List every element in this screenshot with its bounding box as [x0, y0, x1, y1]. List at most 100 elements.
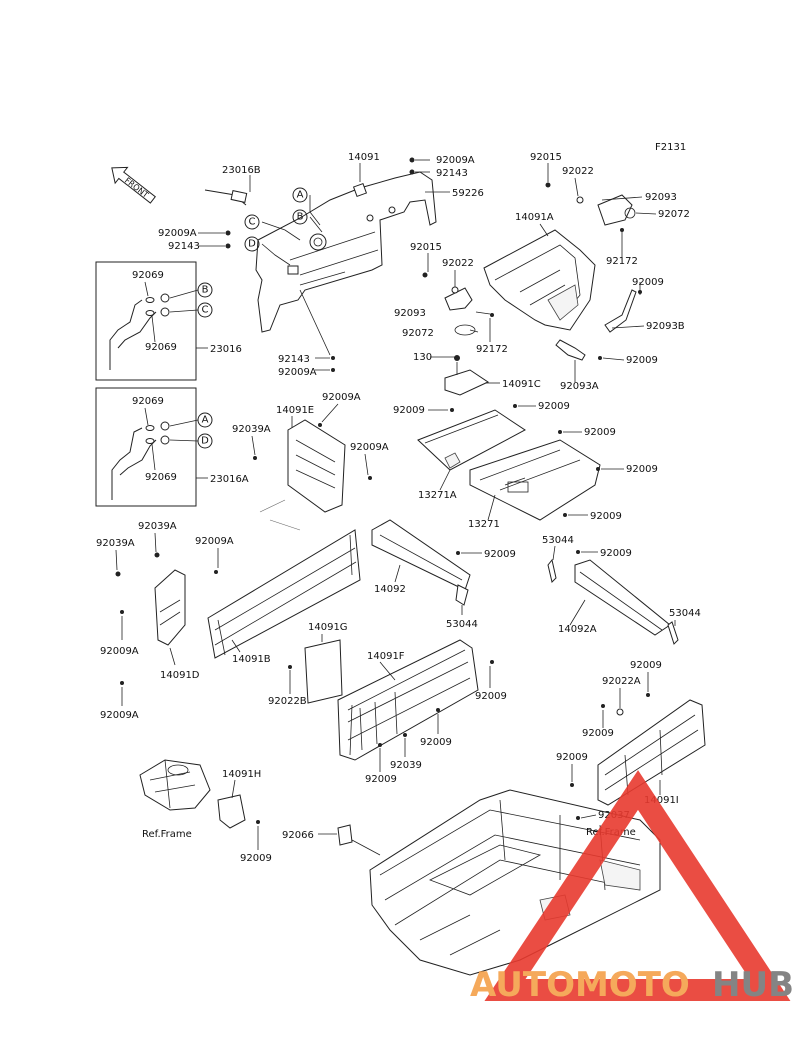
- label-92093-2: 92093: [394, 308, 426, 319]
- watermark-logo: AUTOMOTO HUB: [470, 770, 794, 1005]
- panel-14091D: [154, 569, 186, 646]
- label-92009A-1: 92009A: [436, 155, 475, 166]
- label-92009A-8: 92009A: [100, 710, 139, 721]
- label-92143-3: 92143: [278, 354, 310, 365]
- frame-ref-left: [139, 759, 211, 811]
- label-92009-7: 92009: [590, 511, 622, 522]
- label-92069-2: 92069: [145, 342, 177, 353]
- label-92066: 92066: [282, 830, 314, 841]
- label-23016: 23016: [210, 344, 242, 355]
- panel-14091B: [207, 529, 361, 659]
- label-53044-1: 53044: [542, 535, 574, 546]
- label-92172-1: 92172: [606, 256, 638, 267]
- label-92093A: 92093A: [560, 381, 599, 392]
- harness-23016A: [111, 427, 143, 500]
- label-92009-2: 92009: [626, 355, 658, 366]
- label-14091G: 14091G: [308, 622, 348, 633]
- label-59226: 59226: [452, 188, 484, 199]
- label-92009A-7: 92009A: [195, 536, 234, 547]
- label-14091F: 14091F: [367, 651, 405, 662]
- label-53044-3: 53044: [669, 608, 701, 619]
- glove-box-14091A: [483, 229, 596, 331]
- floor-13271A: [417, 409, 526, 471]
- label-23016B: 23016B: [222, 165, 261, 176]
- tray-14092: [371, 519, 471, 591]
- label-92009-1: 92009: [632, 277, 664, 288]
- label-14091D: 14091D: [160, 670, 200, 681]
- label-92039A-1: 92039A: [232, 424, 271, 435]
- circle-marker-B-box1: B: [197, 282, 213, 298]
- circle-marker-A-top: A: [292, 187, 308, 203]
- box-23016A: [95, 387, 197, 507]
- label-14092: 14092: [374, 584, 406, 595]
- label-92093B: 92093B: [646, 321, 685, 332]
- box-23016: [95, 261, 197, 381]
- figure-code: F2131: [655, 142, 686, 153]
- label-92022-2: 92022: [442, 258, 474, 269]
- label-14091B: 14091B: [232, 654, 271, 665]
- front-arrow-icon: FRONT: [111, 166, 156, 204]
- label-92009-16: 92009: [240, 853, 272, 864]
- label-92093-1: 92093: [645, 192, 677, 203]
- label-92143-2: 92143: [168, 241, 200, 252]
- label-92009-6: 92009: [626, 464, 658, 475]
- label-92009-15: 92009: [556, 752, 588, 763]
- bracket-92093-2: [444, 287, 473, 311]
- label-13271A: 13271A: [418, 490, 457, 501]
- label-92039: 92039: [390, 760, 422, 771]
- bracket-92093-1: [597, 194, 633, 226]
- svg-text:D: D: [248, 239, 256, 250]
- circle-marker-D-top: D: [244, 236, 260, 252]
- label-92069-1: 92069: [132, 270, 164, 281]
- label-53044-2: 53044: [446, 619, 478, 630]
- label-92009-14: 92009: [582, 728, 614, 739]
- panel-14091F: [337, 639, 479, 761]
- label-92009-10: 92009: [475, 691, 507, 702]
- label-14091E: 14091E: [276, 405, 314, 416]
- svg-text:A: A: [297, 190, 304, 201]
- label-130: 130: [413, 352, 432, 363]
- circle-marker-A-box2: A: [197, 412, 213, 428]
- svg-text:D: D: [201, 436, 209, 447]
- svg-text:C: C: [202, 305, 209, 316]
- panel-14091E: [287, 419, 346, 513]
- warning-triangle-icon: [484, 770, 791, 1001]
- label-92069-3: 92069: [132, 396, 164, 407]
- label-92072-2: 92072: [402, 328, 434, 339]
- svg-text:B: B: [297, 212, 304, 223]
- circle-marker-C-top: C: [244, 214, 260, 230]
- circle-marker-D-box2: D: [197, 433, 213, 449]
- label-14092A: 14092A: [558, 624, 597, 635]
- label-92009-11: 92009: [420, 737, 452, 748]
- label-92009-12: 92009: [365, 774, 397, 785]
- label-92009-5: 92009: [584, 427, 616, 438]
- clip-92072-1: [624, 207, 636, 219]
- harness-23016: [109, 299, 143, 370]
- svg-text:C: C: [249, 217, 256, 228]
- svg-text:B: B: [202, 285, 209, 296]
- label-92009A-4: 92009A: [322, 392, 361, 403]
- label-13271: 13271: [468, 519, 500, 530]
- label-14091: 14091: [348, 152, 380, 163]
- label-92009A-6: 92009A: [100, 646, 139, 657]
- label-92172-2: 92172: [476, 344, 508, 355]
- stay-92093A: [555, 339, 586, 361]
- label-92009-13: 92009: [630, 660, 662, 671]
- label-92039A-2: 92039A: [96, 538, 135, 549]
- panel-14091I: [597, 699, 706, 806]
- front-label: FRONT: [123, 176, 150, 200]
- circle-marker-B-top: B: [292, 209, 308, 225]
- label-92009A-2: 92009A: [158, 228, 197, 239]
- label-92022A: 92022A: [602, 676, 641, 687]
- label-92015-2: 92015: [410, 242, 442, 253]
- panel-14091G: [304, 639, 343, 704]
- label-92009-3: 92009: [393, 405, 425, 416]
- label-92022B: 92022B: [268, 696, 307, 707]
- label-92143-1: 92143: [436, 168, 468, 179]
- label-14091I: 14091I: [644, 795, 679, 806]
- tray-14092A: [574, 559, 671, 636]
- svg-text:A: A: [202, 415, 209, 426]
- label-23016A: 23016A: [210, 474, 249, 485]
- label-92039A-3: 92039A: [138, 521, 177, 532]
